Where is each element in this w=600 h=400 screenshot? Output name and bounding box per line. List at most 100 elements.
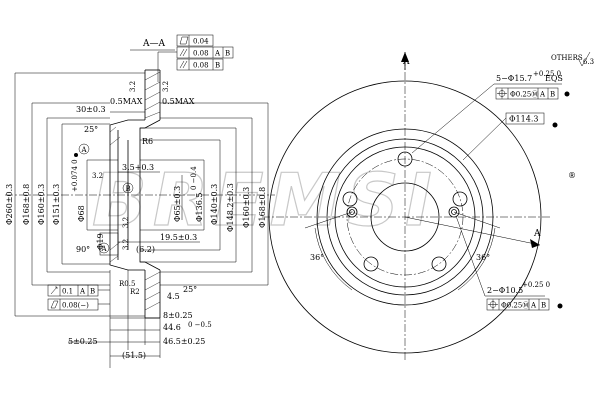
datum-marker-a2 — [98, 242, 110, 254]
angle-right: 36° — [476, 253, 490, 262]
bolt-hole — [397, 151, 413, 167]
small-holes-callout: 2−Φ10.5 — [487, 286, 523, 295]
gdt-frame-thickness: 0.08(−) — [47, 298, 99, 311]
svg-text:B: B — [215, 62, 220, 70]
bolt-hole — [363, 256, 379, 272]
locating-hole — [346, 206, 358, 218]
dim-dia-136-tol: 0 −0.4 — [190, 166, 198, 190]
svg-text:B: B — [225, 50, 230, 58]
dim-46-5: 46.5±0.25 — [163, 337, 205, 346]
roughness-left: 3.2 — [92, 172, 103, 180]
others-label: OTHERS — [551, 54, 583, 62]
dim-44-6-tol: 0 −0.5 — [188, 321, 212, 329]
dim-8: 8±0.25 — [163, 311, 193, 320]
dim-r0-5: R0.5 — [119, 280, 135, 288]
svg-text:A: A — [214, 50, 221, 58]
others-value: 6.3 — [583, 58, 594, 66]
dim-dia-136: Φ136.5 — [195, 193, 204, 222]
dim-44-6: 44.6 — [163, 323, 181, 332]
datum-marker-a — [78, 143, 90, 155]
svg-text:A: A — [530, 302, 537, 310]
dim-runout-left: 0.5MAX — [110, 97, 143, 106]
dim-dia-65: Φ65±0.3 — [173, 186, 182, 222]
dim-dia-68: Φ68 — [77, 205, 86, 222]
roughness-low: 3.2 — [122, 239, 130, 250]
gdt-frame-runout: 0.1 A B — [47, 284, 99, 297]
dim-dia-19: Φ19 — [96, 233, 105, 250]
bolt-hole — [452, 191, 468, 207]
holes-callout-suffix: EQS — [545, 74, 563, 83]
diameter-extension-lines — [14, 72, 145, 317]
svg-text:B: B — [126, 185, 131, 193]
angle-left: 36° — [310, 253, 324, 262]
small-holes-position-frame: Φ0.25Ⓜ A B — [486, 298, 550, 311]
wheel-bolt-holes — [342, 151, 468, 272]
dim-51-5: (51.5) — [122, 351, 146, 360]
front-view: A A 36° 36° OTHERS 6.3 5−Φ15.7 +0.25 0 E… — [262, 51, 594, 360]
svg-text:0.04: 0.04 — [193, 38, 209, 46]
svg-text:Φ0.25Ⓜ: Φ0.25Ⓜ — [501, 302, 529, 310]
svg-text:B: B — [541, 302, 546, 310]
dim-dia-140: Φ140±0.3 — [210, 184, 219, 225]
locating-holes — [346, 206, 460, 218]
angle-arc-right — [457, 227, 496, 291]
bolt-hole — [431, 256, 447, 272]
dim-thickness-30: 30±0.3 — [76, 105, 106, 114]
dim-dia-168b: Φ168±0.8 — [258, 187, 267, 228]
small-holes-callout-tol: +0.25 0 — [522, 281, 550, 289]
dim-angle-25-bot: 25° — [183, 285, 197, 294]
svg-text:B: B — [550, 91, 555, 99]
gdt-frame-cylindricity: 0.08 B — [176, 58, 224, 71]
cylindricity-icon — [179, 60, 185, 69]
bolt-hole — [342, 191, 358, 207]
holes-callout: 5−Φ15.7 — [496, 74, 532, 83]
section-label: A—A — [142, 39, 165, 49]
thickness-variation-icon — [50, 300, 59, 309]
dim-3-5: 3.5+0.3 — [122, 163, 154, 172]
svg-text:A: A — [79, 288, 86, 296]
dim-dia-260: Φ260±0.3 — [5, 184, 14, 225]
svg-text:0.1: 0.1 — [62, 288, 73, 296]
dim-5: 5±0.25 — [68, 337, 98, 346]
svg-text:0.08: 0.08 — [193, 50, 209, 58]
dim-6-2: (6.2) — [136, 245, 155, 254]
flatness-icon — [179, 36, 189, 45]
dim-r2: R2 — [130, 288, 140, 296]
svg-text:0.08(−): 0.08(−) — [62, 302, 89, 310]
svg-text:0.08: 0.08 — [193, 62, 209, 70]
roughness-symbol — [577, 51, 591, 67]
svg-text:A: A — [539, 91, 546, 99]
gdt-frame-parallelism: 0.08 A B — [176, 46, 234, 59]
dim-dia-160b: Φ160±0.3 — [242, 187, 251, 228]
parallelism-icon — [179, 48, 185, 57]
locating-hole — [448, 206, 460, 218]
dim-4-5: 4.5 — [167, 292, 180, 301]
pcd-label: Φ114.3 — [509, 115, 538, 124]
dim-dia-168: Φ168±0.8 — [22, 184, 31, 225]
dim-r6: R6 — [142, 137, 153, 146]
dim-19-5: 19.5±0.3 — [160, 233, 197, 242]
svg-text:A: A — [101, 245, 108, 253]
dim-dia-160: Φ160±0.3 — [37, 184, 46, 225]
runout-icon — [50, 286, 58, 295]
trademark-symbol: ® — [568, 171, 576, 180]
dim-dia-68-tol: +0.074 0 — [71, 159, 79, 192]
dim-runout-right: 0.5MAX — [162, 97, 195, 106]
diameter-extension-lines-right — [140, 102, 269, 286]
roughness-mid: 3.2 — [122, 217, 130, 228]
section-view: A—A 0.04 0.08 A B 0.08 B — [5, 34, 275, 368]
datum-marker-b — [122, 182, 134, 194]
svg-text:A: A — [81, 146, 88, 154]
dim-angle-25-top: 25° — [84, 125, 98, 134]
dim-dia-151: Φ151±0.3 — [52, 184, 61, 225]
svg-text:B: B — [90, 288, 95, 296]
holes-callout-tol: +0.25 0 — [533, 70, 561, 78]
gdt-frame-flatness: 0.04 — [176, 34, 214, 47]
dim-dia-148: Φ148.2±0.3 — [226, 183, 235, 232]
view-arrow-a-right: A — [533, 229, 541, 239]
dim-angle-90: 90° — [76, 245, 90, 254]
angle-arc-left — [314, 227, 353, 291]
roughness-top-b: 3.2 — [162, 81, 170, 92]
